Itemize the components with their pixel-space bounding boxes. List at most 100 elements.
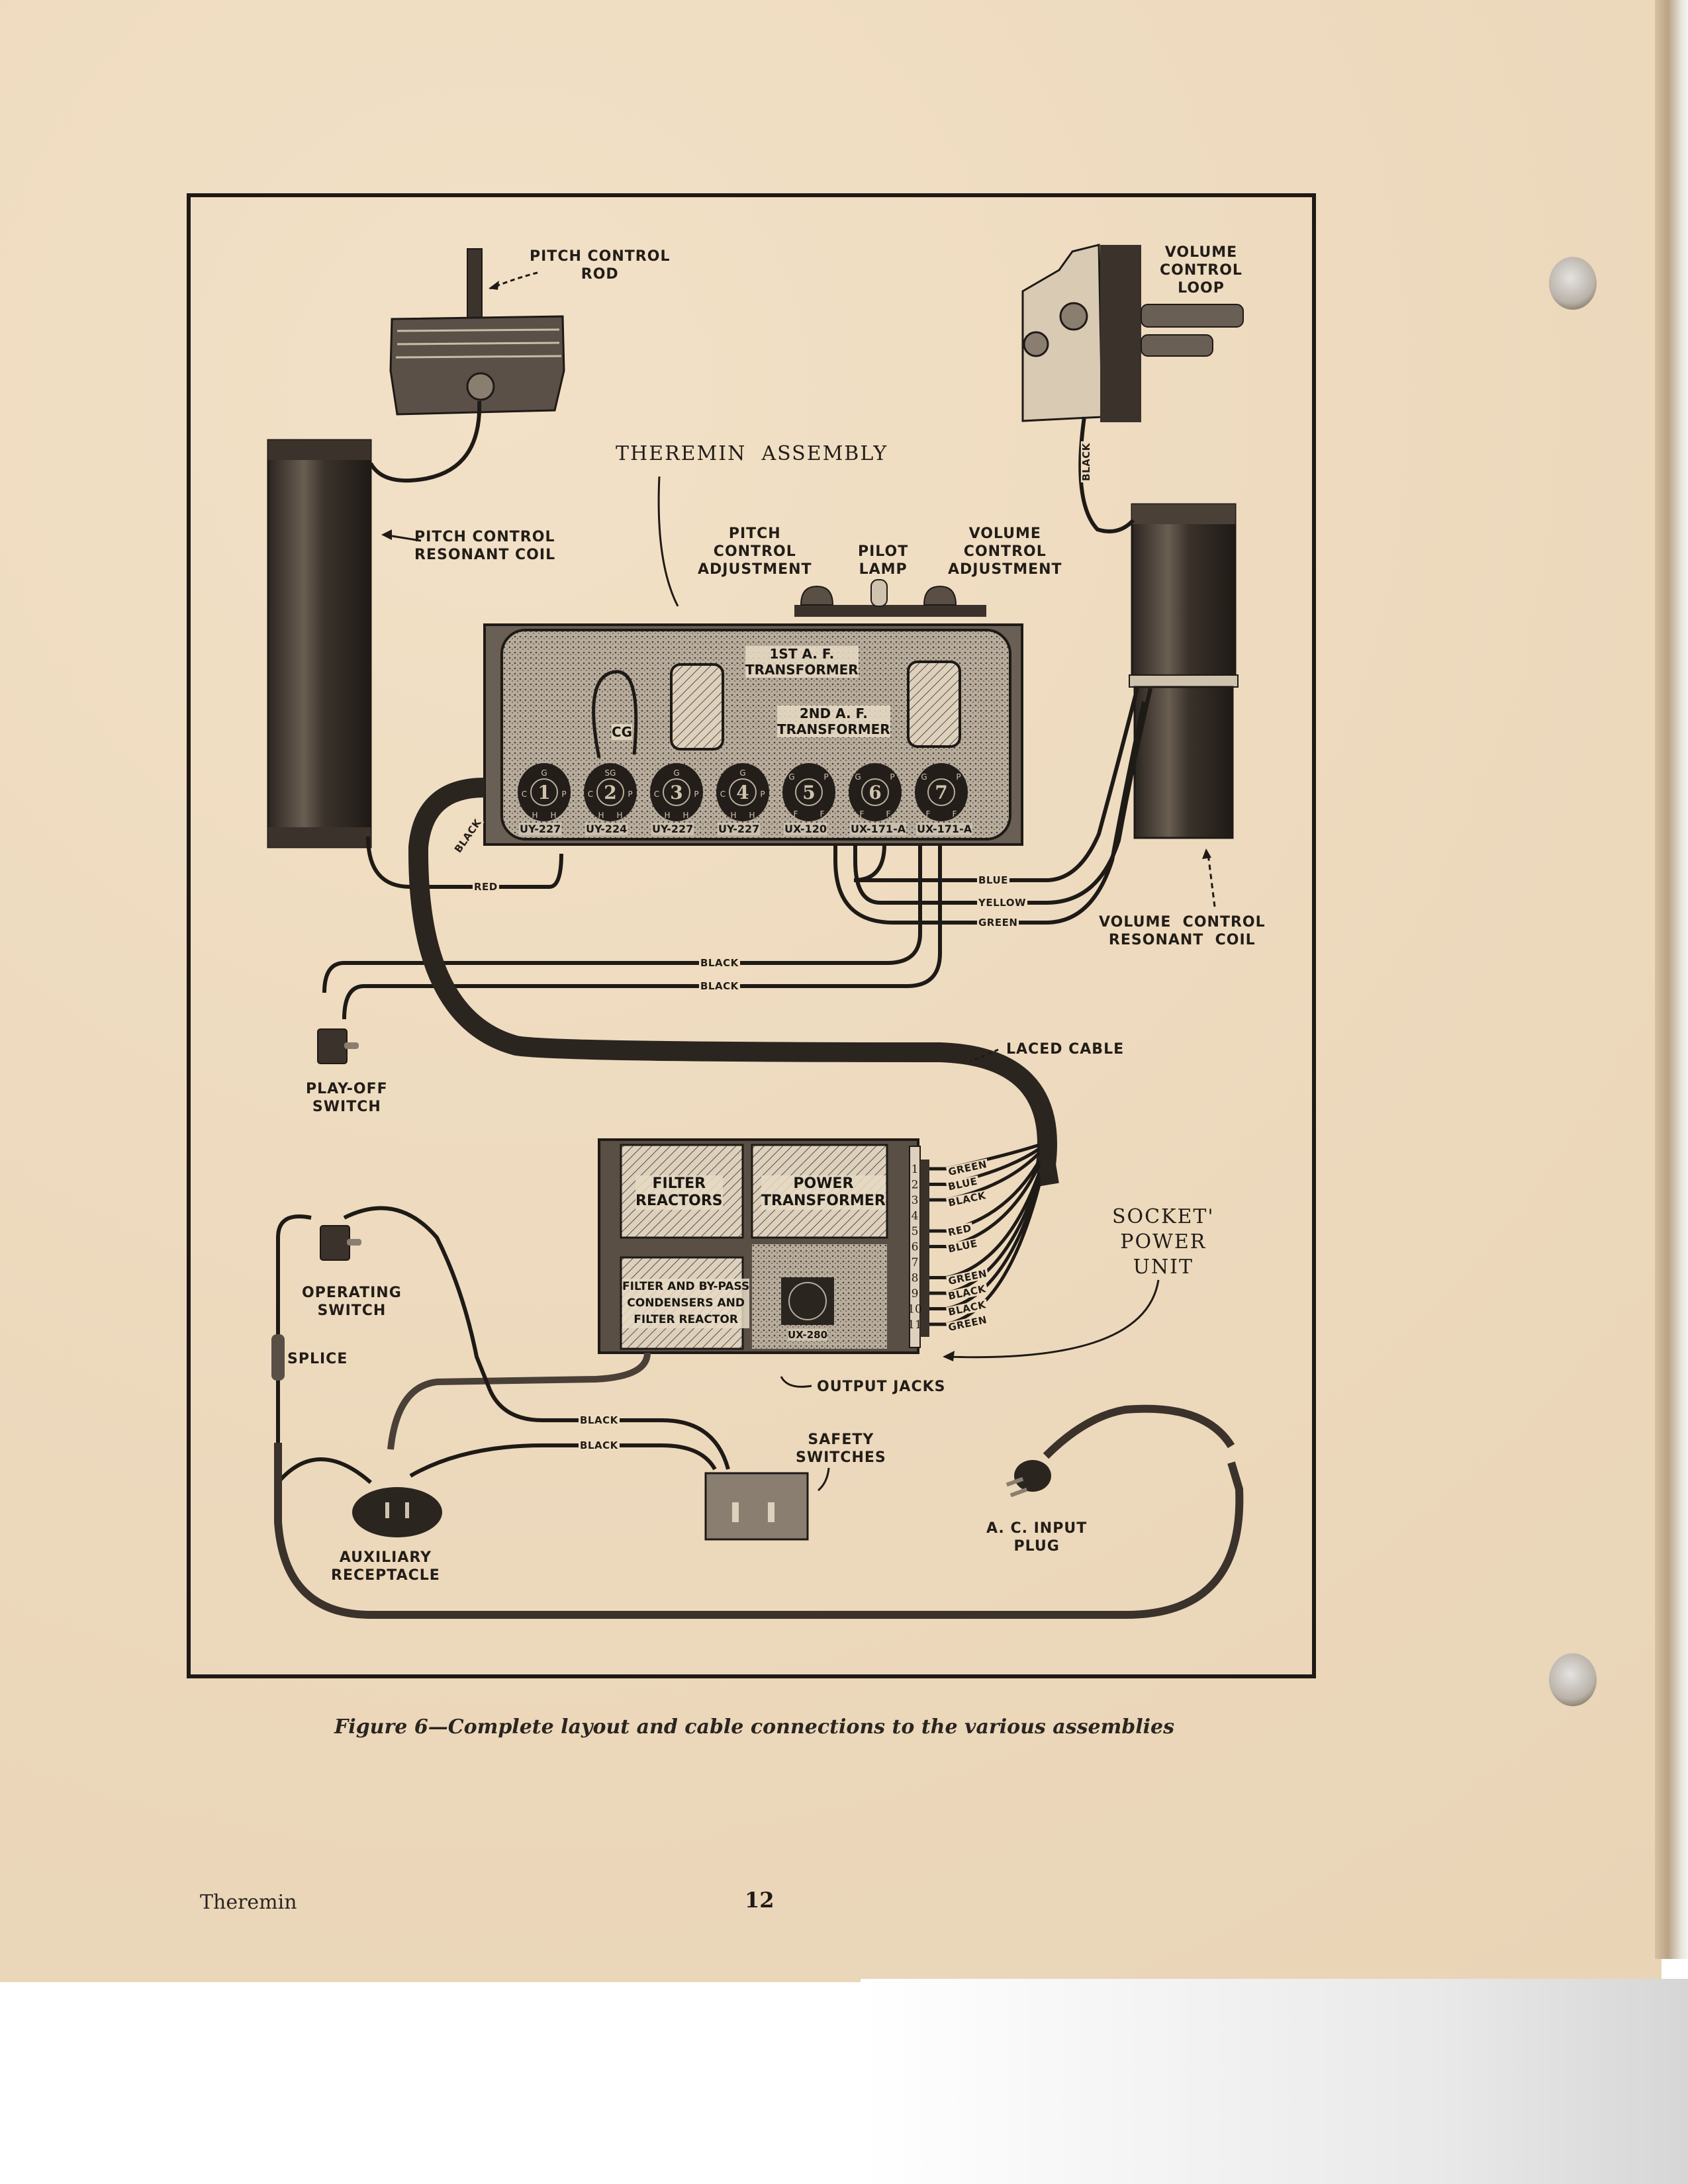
socket-pin-label: C <box>522 790 527 799</box>
socket-pin-label: P <box>956 772 961 782</box>
socket-pin-label: H <box>682 811 688 820</box>
terminal-number: 4 <box>912 1210 919 1223</box>
socket-pin-label: H <box>749 811 755 820</box>
volume-control-resonant-coil <box>1129 503 1239 839</box>
label-auxiliary-receptacle: AUXILIARY RECEPTACLE <box>331 1549 440 1584</box>
label-splice: SPLICE <box>287 1351 348 1367</box>
wire-label-safety-2: BLACK <box>579 1439 620 1451</box>
socket-number: 2 <box>604 782 616 803</box>
tube-type-label: UY-227 <box>651 823 694 835</box>
auxiliary-receptacle <box>352 1487 442 1537</box>
socket-number: 3 <box>670 782 682 803</box>
socket-pin-label: C <box>720 790 726 799</box>
label-volume-control-loop: VOLUME CONTROL LOOP <box>1160 244 1243 296</box>
socket-pin-label: P <box>694 790 698 799</box>
socket-pin-label: P <box>890 772 894 782</box>
tube-type-label: UY-227 <box>519 823 562 835</box>
socket-disc <box>518 763 571 821</box>
tube-type-label: UX-171-A <box>916 823 973 835</box>
socket-pin-label: H <box>730 811 736 820</box>
scan-background <box>861 1979 1688 2184</box>
terminal-number: 5 <box>912 1225 919 1238</box>
tube-type-label: UX-120 <box>784 823 828 835</box>
socket-pin-label: G <box>788 772 794 782</box>
socket-disc <box>915 763 968 821</box>
laced-cable <box>408 778 1059 1187</box>
socket-ring <box>729 778 757 806</box>
operating-switch <box>320 1225 361 1261</box>
socket-ring <box>663 778 690 806</box>
label-pitch-control-adjustment: PITCH CONTROL ADJUSTMENT <box>698 525 812 578</box>
socket-pin-label: G <box>739 768 745 778</box>
page-paper <box>0 0 1662 1982</box>
terminal-number: 7 <box>912 1256 919 1269</box>
terminal-number: 2 <box>912 1179 919 1192</box>
label-first-af-transformer: 1ST A. F. TRANSFORMER <box>745 646 859 678</box>
label-second-af-transformer: 2ND A. F. TRANSFORMER <box>777 705 890 737</box>
socket-pin-label: F <box>886 809 891 819</box>
socket-pin-label: SG <box>605 768 616 778</box>
binder-hole-top <box>1549 257 1597 310</box>
socket-pin-label: F <box>926 809 931 819</box>
socket-pin-label: C <box>654 790 659 799</box>
socket-ring <box>861 778 889 806</box>
terminal-number: 1 <box>912 1163 919 1176</box>
terminal-number: 3 <box>912 1194 919 1207</box>
wire-label-pitch-coil: RED <box>473 881 499 893</box>
socket-pin-label: H <box>550 811 556 820</box>
terminal-number: 10 <box>908 1303 922 1316</box>
wire-label-play-off-2: BLACK <box>699 980 740 992</box>
socket-disc <box>716 763 769 821</box>
label-ac-input-plug: A. C. INPUT PLUG <box>986 1520 1088 1555</box>
socket-ring <box>530 778 558 806</box>
wire-label-safety-1: BLACK <box>579 1414 620 1426</box>
volume-control-loop <box>1021 244 1244 422</box>
socket-disc <box>849 763 902 821</box>
label-ux280: UX-280 <box>788 1329 828 1341</box>
socket-pin-label: P <box>823 772 828 782</box>
page-number: 12 <box>745 1888 774 1913</box>
socket-pin-label: P <box>628 790 632 799</box>
label-pitch-control-rod: PITCH CONTROL ROD <box>530 248 671 283</box>
label-socket-power-unit: SOCKET' POWER UNIT <box>1112 1205 1215 1279</box>
label-safety-switches: SAFETY SWITCHES <box>796 1432 886 1466</box>
socket-pin-label: G <box>855 772 861 782</box>
tube-socket-4: 4 G C P H H <box>716 763 769 821</box>
label-play-off-switch: PLAY-OFF SWITCH <box>306 1081 388 1115</box>
socket-ring <box>596 778 624 806</box>
pitch-control-resonant-coil <box>267 439 372 848</box>
socket-pin-label: G <box>541 768 547 778</box>
label-volume-control-adjustment: VOLUME CONTROL ADJUSTMENT <box>948 525 1062 578</box>
ac-input-plug <box>1006 1460 1051 1498</box>
figure-frame <box>187 193 1316 1678</box>
label-pitch-control-resonant-coil: PITCH CONTROL RESONANT COIL <box>414 529 556 563</box>
label-theremin-assembly: THEREMIN ASSEMBLY <box>616 442 888 465</box>
terminal-number: 9 <box>912 1287 919 1300</box>
wire-label-volume-coil-3: GREEN <box>977 917 1019 929</box>
tube-type-label: UY-224 <box>585 823 628 835</box>
socket-pin-label: P <box>760 790 765 799</box>
socket-disc <box>650 763 703 821</box>
label-volume-control-resonant-coil: VOLUME CONTROL RESONANT COIL <box>1099 914 1266 948</box>
socket-pin-label: H <box>598 811 604 820</box>
tube-type-label: UX-171-A <box>850 823 907 835</box>
socket-pin-label: P <box>561 790 566 799</box>
socket-pin-label: C <box>588 790 593 799</box>
wire-label-volume-coil-1: BLUE <box>977 874 1009 886</box>
socket-number: 4 <box>736 782 749 803</box>
safety-switches <box>704 1472 809 1541</box>
socket-ring <box>927 778 955 806</box>
socket-pin-label: G <box>921 772 927 782</box>
label-output-jacks: OUTPUT JACKS <box>817 1379 946 1395</box>
page-edge <box>1655 0 1688 1959</box>
socket-disc <box>584 763 637 821</box>
terminal-number: 11 <box>908 1318 922 1332</box>
terminal-number: 8 <box>912 1272 919 1285</box>
socket-number: 5 <box>802 782 815 803</box>
socket-pin-label: F <box>820 809 825 819</box>
splice-sleeve <box>271 1334 285 1381</box>
play-off-switch <box>317 1028 359 1064</box>
